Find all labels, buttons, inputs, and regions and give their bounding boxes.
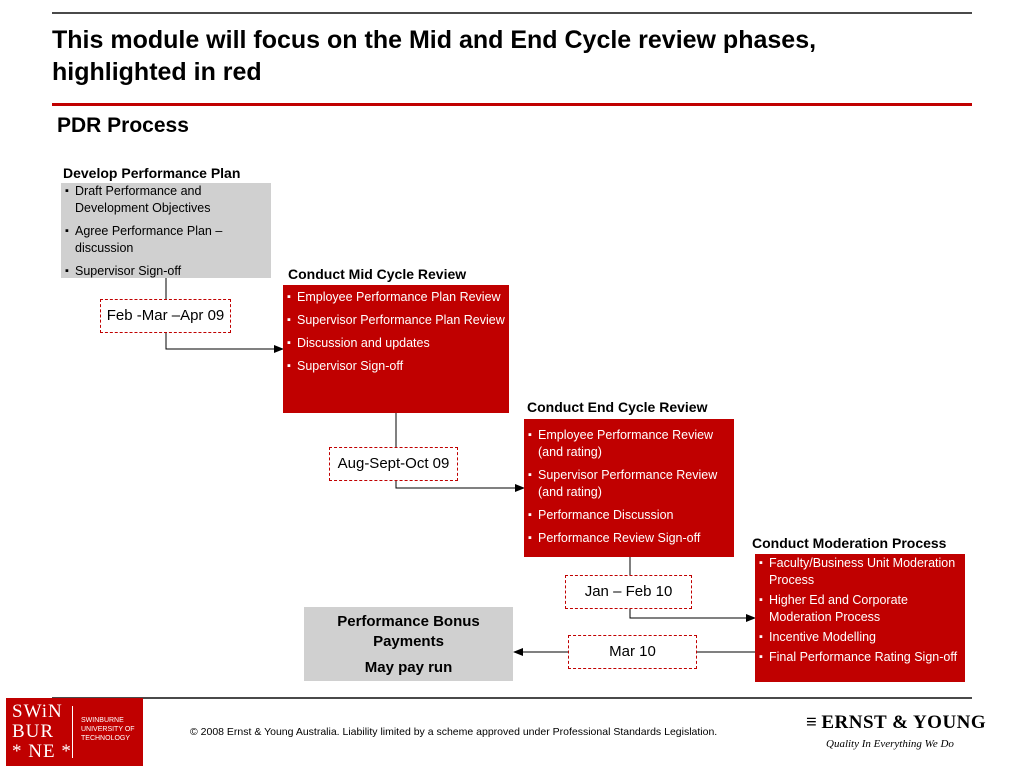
- step-4-item: Faculty/Business Unit Moderation Process: [759, 555, 961, 589]
- step-2-title: Conduct Mid Cycle Review: [288, 266, 467, 282]
- connector-2-to-3: [395, 413, 525, 492]
- step-3-box: Employee Performance Review (and rating)…: [524, 419, 734, 557]
- step-4-title: Conduct Moderation Process: [752, 535, 947, 551]
- step-4-item: Final Performance Rating Sign-off: [759, 649, 961, 666]
- step-1-item: Draft Performance and Development Object…: [65, 183, 267, 217]
- footer-copyright: © 2008 Ernst & Young Australia. Liabilit…: [190, 726, 718, 738]
- step-2-item: Employee Performance Plan Review: [287, 289, 505, 306]
- bottom-rule: [52, 697, 972, 699]
- step-4-item: Higher Ed and Corporate Moderation Proce…: [759, 592, 961, 626]
- page-title: This module will focus on the Mid and En…: [52, 26, 817, 86]
- step-4-item: Incentive Modelling: [759, 629, 961, 646]
- bonus-box: Performance Bonus Payments May pay run: [304, 607, 513, 681]
- swinburne-wordmark: SWiN BUR * NE *: [12, 701, 72, 762]
- step-3-title: Conduct End Cycle Review: [527, 399, 708, 415]
- step-1-item: Supervisor Sign-off: [65, 263, 267, 280]
- ey-tagline: Quality In Everything We Do: [826, 738, 954, 750]
- swinburne-divider: [72, 706, 73, 758]
- step-3-item: Performance Discussion: [528, 507, 730, 524]
- step-4-box: Faculty/Business Unit Moderation Process…: [755, 554, 965, 682]
- bonus-title: Performance Bonus Payments: [337, 613, 480, 650]
- step-2-date: Aug-Sept-Oct 09: [329, 447, 458, 481]
- step-2-item: Supervisor Sign-off: [287, 358, 505, 375]
- ey-logo: ≡ERNST & YOUNG: [806, 712, 986, 734]
- step-2-item: Discussion and updates: [287, 335, 505, 352]
- ey-logo-name: ERNST & YOUNG: [821, 712, 987, 733]
- step-1-date: Feb -Mar –Apr 09: [100, 299, 231, 333]
- step-3-date: Jan – Feb 10: [565, 575, 692, 609]
- bonus-subtitle: May pay run: [364, 659, 453, 676]
- swinburne-university-name: SWINBURNE UNIVERSITY OF TECHNOLOGY: [81, 717, 135, 742]
- section-title: PDR Process: [57, 114, 189, 137]
- title-underline: [52, 103, 972, 106]
- step-3-item: Performance Review Sign-off: [528, 530, 730, 547]
- step-1-box: Draft Performance and Development Object…: [61, 183, 271, 280]
- step-2-item: Supervisor Performance Plan Review: [287, 312, 505, 329]
- step-1-title: Develop Performance Plan: [63, 165, 241, 181]
- step-3-item: Employee Performance Review (and rating): [528, 427, 730, 461]
- swinburne-logo: SWiN BUR * NE * SWINBURNE UNIVERSITY OF …: [6, 698, 143, 766]
- step-4-date: Mar 10: [568, 635, 697, 669]
- step-3-item: Supervisor Performance Review (and ratin…: [528, 467, 730, 501]
- ey-stripes-icon: ≡: [806, 712, 818, 733]
- step-2-box: Employee Performance Plan Review Supervi…: [283, 285, 509, 413]
- step-1-item: Agree Performance Plan – discussion: [65, 223, 267, 257]
- top-rule: [52, 12, 972, 14]
